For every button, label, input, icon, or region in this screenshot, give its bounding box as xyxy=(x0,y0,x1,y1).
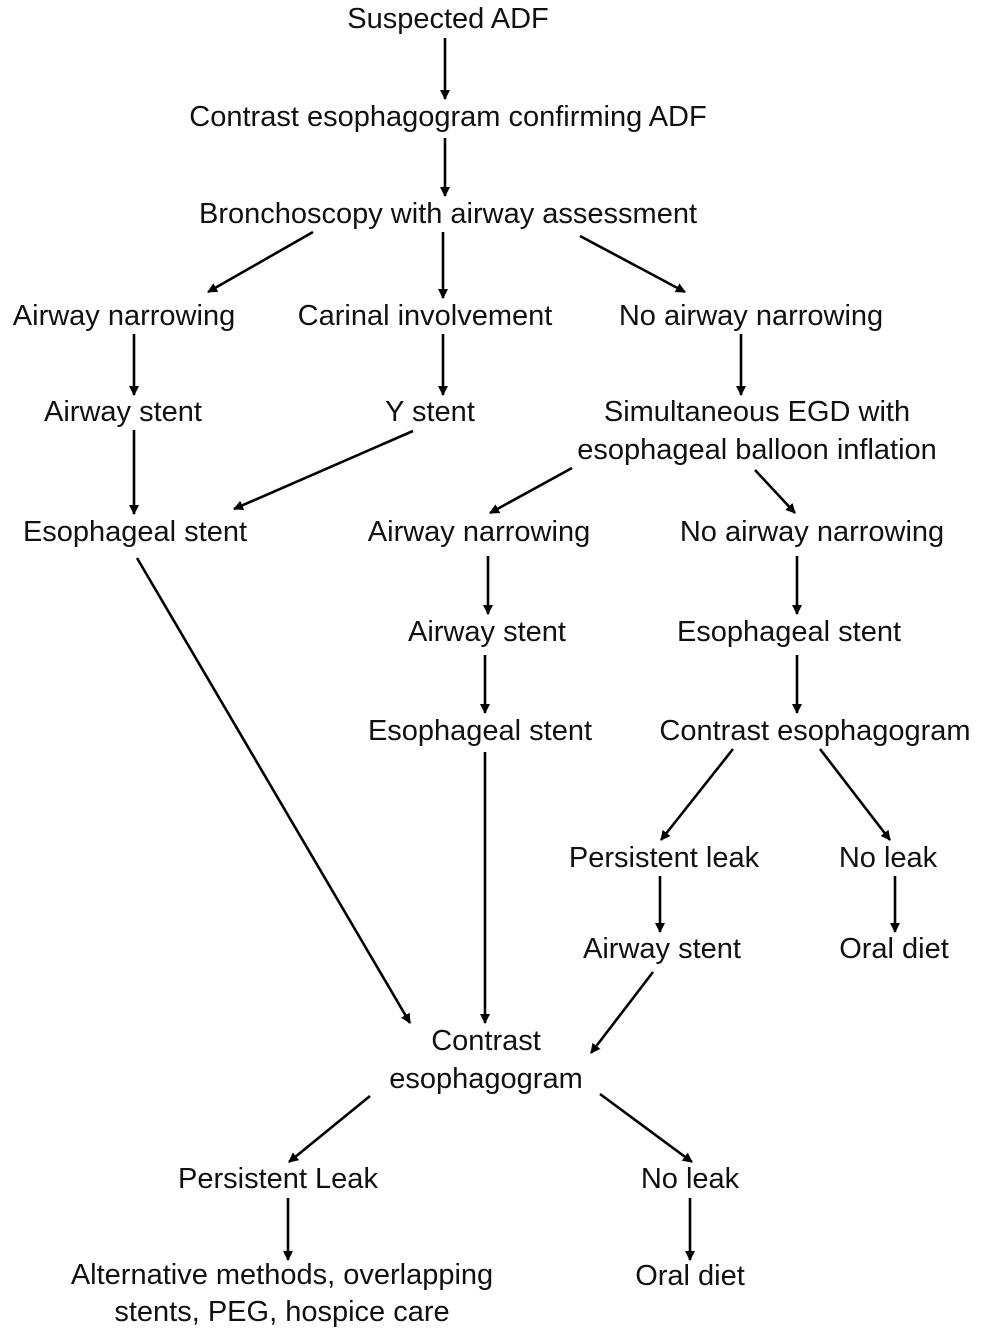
arrow-bronch-to-airway-narrowing xyxy=(207,230,314,294)
node-no-leak-bottom: No leak xyxy=(640,1163,740,1195)
node-contrast-confirming-adf: Contrast esophagogram confirming ADF xyxy=(189,101,707,133)
arrow-contrast-center-to-persistent-leak xyxy=(288,1094,371,1164)
node-airway-narrowing-left: Airway narrowing xyxy=(12,300,236,332)
arrow-y-stent-to-esophageal-stent xyxy=(233,429,414,511)
node-esophageal-stent-right: Esophageal stent xyxy=(676,616,902,648)
node-bronchoscopy: Bronchoscopy with airway assessment xyxy=(198,198,698,230)
arrow-right-airway-stent-to-contrast-center xyxy=(589,971,655,1054)
contrast-center-line-2: esophagogram xyxy=(389,1063,583,1095)
egd-line-2: esophageal balloon inflation xyxy=(577,434,937,466)
arrow-bronch-to-no-narrowing xyxy=(579,234,686,294)
node-persistent-leak-bottom: Persistent Leak xyxy=(178,1163,378,1195)
egd-line-1: Simultaneous EGD with xyxy=(603,396,911,428)
alternative-line-1: Alternative methods, overlapping xyxy=(70,1259,494,1291)
arrow-contrast-center-to-no-leak xyxy=(599,1092,693,1164)
node-oral-diet-right: Oral diet xyxy=(839,933,949,965)
node-suspected-adf: Suspected ADF xyxy=(347,3,549,35)
arrow-contrast-right-to-no-leak xyxy=(818,748,892,841)
node-airway-stent-mid: Airway stent xyxy=(408,616,566,648)
node-no-leak-right: No leak xyxy=(838,842,938,874)
arrow-egd-to-airway-narrowing xyxy=(489,466,573,515)
node-esophageal-stent-mid: Esophageal stent xyxy=(367,715,593,747)
node-contrast-esophagogram-center: Contrast esophagogram xyxy=(389,1022,582,1098)
arrow-left-esophageal-stent-to-contrast-center xyxy=(135,557,412,1024)
node-simultaneous-egd: Simultaneous EGD with esophageal balloon… xyxy=(577,393,937,469)
node-contrast-esophagogram-right: Contrast esophagogram xyxy=(659,715,971,747)
arrow-contrast-right-to-persistent-leak xyxy=(659,748,735,841)
node-alternative-methods: Alternative methods, overlapping stents,… xyxy=(71,1257,493,1331)
node-esophageal-stent-left: Esophageal stent xyxy=(22,516,248,548)
arrow-egd-to-no-narrowing xyxy=(754,469,796,514)
node-persistent-leak-right: Persistent leak xyxy=(568,842,760,874)
node-oral-diet-bottom: Oral diet xyxy=(635,1260,745,1292)
node-y-stent: Y stent xyxy=(385,396,475,428)
alternative-line-2: stents, PEG, hospice care xyxy=(114,1296,450,1328)
node-carinal-involvement: Carinal involvement xyxy=(297,300,553,332)
node-airway-narrowing-mid: Airway narrowing xyxy=(367,516,591,548)
node-no-airway-narrowing-top: No airway narrowing xyxy=(618,300,884,332)
contrast-center-line-1: Contrast xyxy=(431,1025,541,1057)
node-no-airway-narrowing-right: No airway narrowing xyxy=(679,516,945,548)
node-airway-stent-left: Airway stent xyxy=(44,396,202,428)
node-airway-stent-right: Airway stent xyxy=(583,933,741,965)
